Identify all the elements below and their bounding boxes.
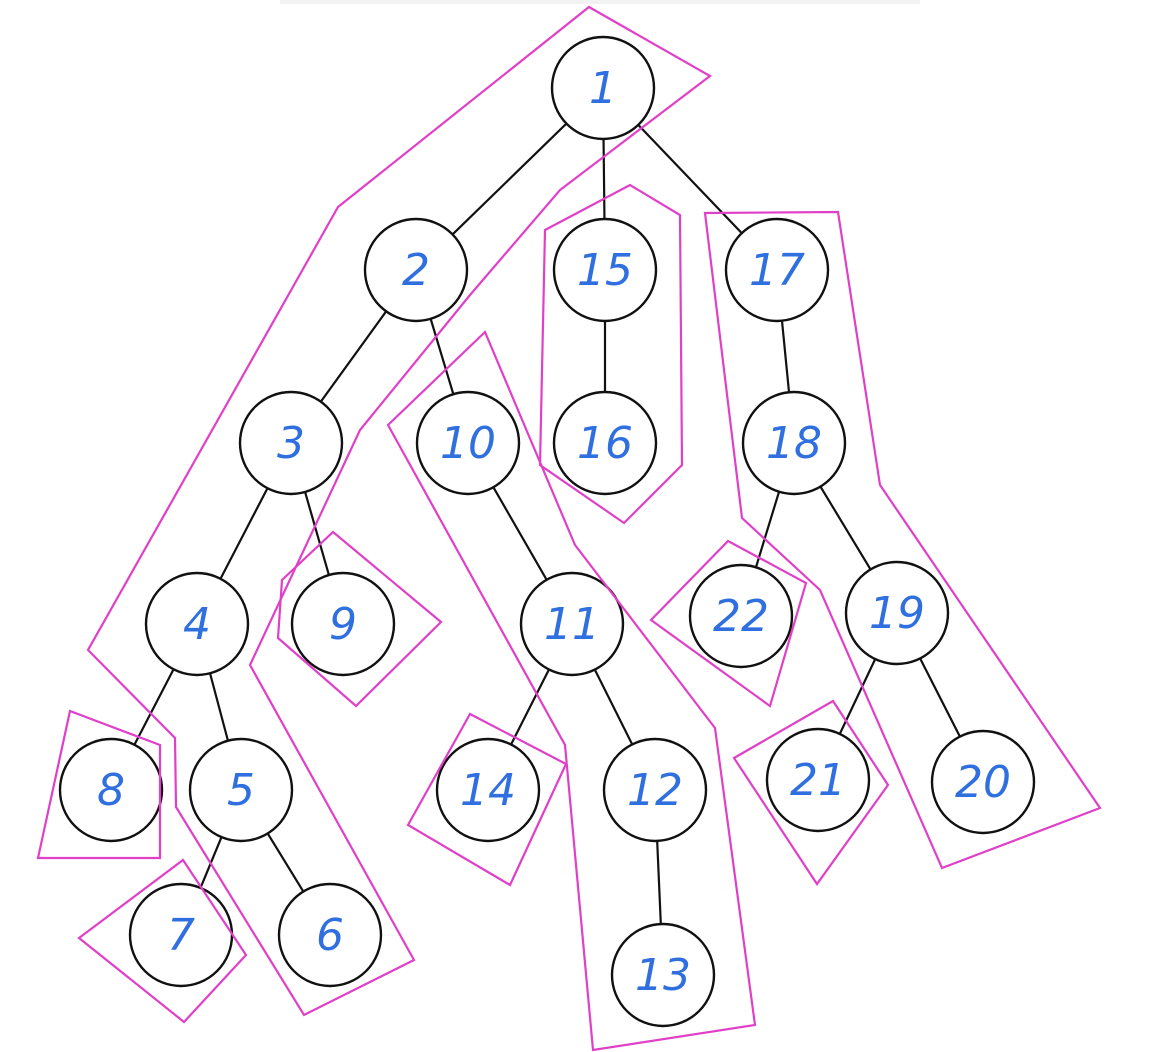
node-label: 18: [766, 418, 822, 469]
tree-node-17: 17: [724, 217, 830, 323]
node-label: 11: [544, 599, 600, 650]
node-label: 5: [227, 765, 255, 816]
node-label: 3: [277, 418, 305, 469]
node-circle: [238, 390, 344, 496]
node-label: 4: [183, 599, 211, 650]
node-label: 9: [329, 599, 357, 650]
outline-chain-1-2-3-4-5-6: [86, 5, 712, 1017]
node-circle: [519, 571, 625, 677]
tree-node-3: 3: [238, 390, 344, 496]
node-label: 17: [749, 245, 805, 296]
node-label: 22: [713, 591, 769, 642]
node-circle: [550, 35, 656, 141]
edge-19-20: [917, 653, 963, 742]
node-label: 20: [955, 757, 1011, 808]
node-circle: [610, 922, 716, 1028]
edge-18-19: [817, 482, 874, 574]
outline-chain-17-18-19-20: [703, 210, 1102, 870]
top-edge-shade: [280, 0, 920, 4]
outline-chain-7: [77, 858, 248, 1024]
node-circle: [930, 729, 1036, 835]
node-label: 7: [167, 910, 195, 961]
outline-chain-14: [406, 712, 568, 887]
node-label: 16: [577, 418, 633, 469]
edge-12-13: [655, 835, 663, 930]
node-label: 13: [635, 950, 691, 1001]
node-circle: [415, 390, 521, 496]
edge-4-8: [131, 664, 177, 750]
node-circle: [741, 390, 847, 496]
edge-2-3: [317, 307, 390, 406]
edge-4-5: [207, 668, 231, 746]
edge-11-14: [508, 664, 552, 750]
node-label: 6: [316, 910, 344, 961]
node-circle: [277, 882, 383, 988]
edge-3-9: [302, 487, 332, 580]
edge-17-18: [780, 315, 791, 398]
node-circle: [765, 727, 871, 833]
node-circle: [602, 737, 708, 843]
outline-chain-22: [649, 539, 808, 708]
edge-1-17: [634, 120, 746, 238]
node-circle: [724, 217, 830, 323]
tree-node-5: 5: [188, 737, 294, 843]
node-label: 8: [97, 765, 125, 816]
tree-node-13: 13: [610, 922, 716, 1028]
edge-5-6: [264, 828, 307, 897]
tree-node-6: 6: [277, 882, 383, 988]
tree-node-7: 7: [128, 882, 234, 988]
edge-1-15: [602, 133, 606, 225]
chain-outlines-layer: [36, 5, 1102, 1052]
node-circle: [844, 560, 950, 666]
edge-1-2: [448, 119, 571, 239]
node-label: 15: [577, 245, 633, 296]
edges-layer: [131, 119, 963, 930]
tree-node-19: 19: [844, 560, 950, 666]
outline-chain-10-11-12-13: [386, 330, 757, 1052]
tree-node-18: 18: [741, 390, 847, 496]
tree-node-20: 20: [930, 729, 1036, 835]
node-circle: [363, 217, 469, 323]
node-label: 2: [402, 245, 430, 296]
tree-node-4: 4: [144, 571, 250, 677]
node-circle: [144, 571, 250, 677]
node-circle: [552, 390, 658, 496]
outline-chain-15-16: [538, 183, 684, 525]
edge-19-21: [836, 654, 879, 739]
tree-node-2: 2: [363, 217, 469, 323]
outline-chain-21: [732, 699, 890, 886]
node-label: 12: [627, 765, 683, 816]
node-circle: [290, 571, 396, 677]
node-circle: [58, 737, 164, 843]
node-label: 1: [589, 63, 617, 114]
node-label: 21: [790, 755, 846, 806]
tree-node-14: 14: [435, 737, 541, 843]
tree-node-10: 10: [415, 390, 521, 496]
tree-node-8: 8: [58, 737, 164, 843]
edge-3-4: [217, 483, 271, 584]
node-label: 14: [460, 765, 516, 816]
node-circle: [688, 563, 794, 669]
tree-node-16: 16: [552, 390, 658, 496]
edge-11-12: [591, 664, 636, 750]
outline-chain-8: [36, 709, 162, 860]
node-label: 10: [440, 418, 496, 469]
node-circle: [188, 737, 294, 843]
tree-node-21: 21: [765, 727, 871, 833]
outline-chain-9: [276, 530, 443, 708]
tree-node-9: 9: [290, 571, 396, 677]
node-label: 19: [869, 588, 925, 639]
tree-node-12: 12: [602, 737, 708, 843]
node-circle: [552, 217, 658, 323]
tree-node-11: 11: [519, 571, 625, 677]
tree-node-22: 22: [688, 563, 794, 669]
tree-node-1: 1: [550, 35, 656, 141]
edge-2-10: [428, 313, 456, 400]
node-circle: [435, 737, 541, 843]
edge-10-11: [490, 482, 550, 585]
tree-node-15: 15: [552, 217, 658, 323]
